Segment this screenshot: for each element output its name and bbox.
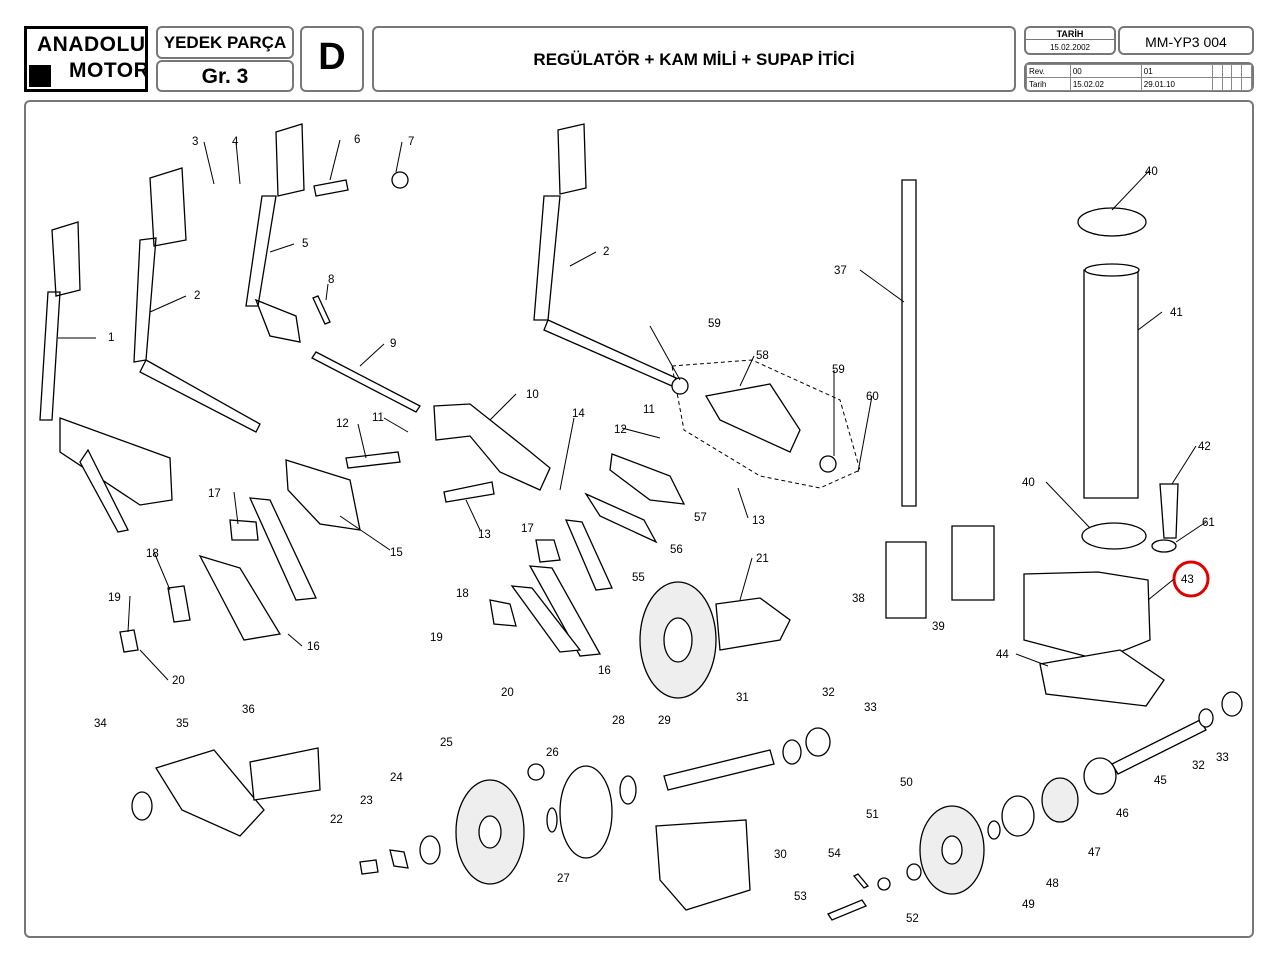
- part-label: 18: [456, 588, 469, 600]
- rev-date-label: Tarih: [1026, 77, 1071, 91]
- doc-code-box: MM-YP3 004: [1118, 26, 1254, 55]
- part-label: 21: [756, 553, 769, 565]
- part-label: 17: [208, 488, 221, 500]
- part-label: 49: [1022, 899, 1035, 911]
- date-label: TARİH: [1026, 29, 1114, 40]
- part-label: 20: [172, 675, 185, 687]
- part-label: 60: [866, 391, 879, 403]
- part-label: 31: [736, 692, 749, 704]
- revision-table: Rev. 00 01 Tarih 15.02.02 29.01.10: [1024, 62, 1254, 92]
- part-label: 2: [194, 290, 200, 302]
- date-value: 15.02.2002: [1049, 43, 1091, 52]
- part-label: 9: [390, 338, 396, 350]
- part-label: 4: [232, 136, 239, 148]
- part-label: 40: [1022, 477, 1035, 489]
- part-label: 44: [996, 649, 1009, 661]
- part-labels: 1 2 2 3 4 5 6 7 8 9 10 11 11 12 12 13 13…: [94, 134, 1229, 925]
- part-label: 39: [932, 621, 945, 633]
- part-label: 40: [1145, 166, 1158, 178]
- part-label: 10: [526, 389, 539, 401]
- part-label: 58: [756, 350, 769, 362]
- part-label: 54: [828, 848, 841, 860]
- part-label: 11: [643, 404, 655, 416]
- rev-date: 29.01.10: [1140, 77, 1213, 91]
- part-label: 61: [1202, 517, 1215, 529]
- part-label: 17: [521, 523, 534, 535]
- part-label: 8: [328, 274, 334, 286]
- date-box: TARİH 15.02.2002: [1024, 26, 1116, 55]
- part-label: 13: [752, 515, 765, 527]
- part-label: 37: [834, 265, 847, 277]
- title-box: REGÜLATÖR + KAM MİLİ + SUPAP İTİCİ: [372, 26, 1016, 92]
- part-label: 32: [822, 687, 835, 699]
- part-label: 12: [614, 424, 627, 436]
- part-label: 25: [440, 737, 453, 749]
- part-label: 1: [108, 332, 114, 344]
- brand-line-2: MOTOR: [69, 59, 150, 82]
- part-label: 47: [1088, 847, 1101, 859]
- part-label: 5: [302, 238, 308, 250]
- part-label: 50: [900, 777, 913, 789]
- part-label: 32: [1192, 760, 1205, 772]
- part-label: 26: [546, 747, 559, 759]
- part-label: 16: [598, 665, 611, 677]
- part-label: 3: [192, 136, 198, 148]
- part-label: 52: [906, 913, 919, 925]
- group-box: Gr. 3: [156, 60, 294, 92]
- part-label: 16: [307, 641, 320, 653]
- part-label: 15: [390, 547, 403, 559]
- doc-code: MM-YP3 004: [1145, 34, 1227, 50]
- part-label: 48: [1046, 878, 1059, 890]
- part-label: 13: [478, 529, 491, 541]
- part-label: 7: [408, 136, 414, 148]
- rev-date: 15.02.02: [1069, 77, 1142, 91]
- part-label: 46: [1116, 808, 1129, 820]
- part-label: 22: [330, 814, 343, 826]
- section-box: D: [300, 26, 364, 92]
- part-label: 56: [670, 544, 683, 556]
- part-label: 2: [603, 246, 609, 258]
- part-label: 27: [557, 873, 570, 885]
- part-label: 51: [866, 809, 879, 821]
- part-label: 29: [658, 715, 671, 727]
- part-label: 14: [572, 408, 585, 420]
- category-label: YEDEK PARÇA: [163, 33, 287, 52]
- part-label: 33: [1216, 752, 1229, 764]
- brand-line-1: ANADOLU: [37, 33, 146, 56]
- part-label: 53: [794, 891, 807, 903]
- part-drawings: [39, 123, 1243, 921]
- part-label: 59: [708, 318, 721, 330]
- part-label: 43: [1181, 574, 1194, 586]
- part-label: 24: [390, 772, 403, 784]
- part-label: 12: [336, 418, 349, 430]
- group-label: Gr. 3: [201, 65, 249, 88]
- part-label: 19: [430, 632, 443, 644]
- section-letter: D: [318, 36, 346, 78]
- part-label: 20: [501, 687, 514, 699]
- part-label: 30: [774, 849, 787, 861]
- part-label: 59: [832, 364, 845, 376]
- part-label: 41: [1170, 307, 1183, 319]
- part-label: 35: [176, 718, 189, 730]
- part-label: 19: [108, 592, 121, 604]
- part-label: 55: [632, 572, 645, 584]
- part-label: 34: [94, 718, 107, 730]
- part-label: 57: [694, 512, 707, 524]
- brand-logo: ANADOLU MOTOR: [24, 26, 150, 92]
- logo-block: [29, 65, 51, 87]
- part-label: 11: [372, 412, 384, 424]
- category-box: YEDEK PARÇA: [156, 26, 294, 59]
- part-label: 33: [864, 702, 877, 714]
- part-label: 36: [242, 704, 255, 716]
- part-label: 18: [146, 548, 159, 560]
- part-label: 6: [354, 134, 360, 146]
- page-title: REGÜLATÖR + KAM MİLİ + SUPAP İTİCİ: [533, 50, 855, 69]
- part-label: 28: [612, 715, 625, 727]
- part-label: 42: [1198, 441, 1211, 453]
- part-label: 23: [360, 795, 373, 807]
- part-label: 45: [1154, 775, 1167, 787]
- leader-lines: [58, 139, 1207, 681]
- part-label: 38: [852, 593, 865, 605]
